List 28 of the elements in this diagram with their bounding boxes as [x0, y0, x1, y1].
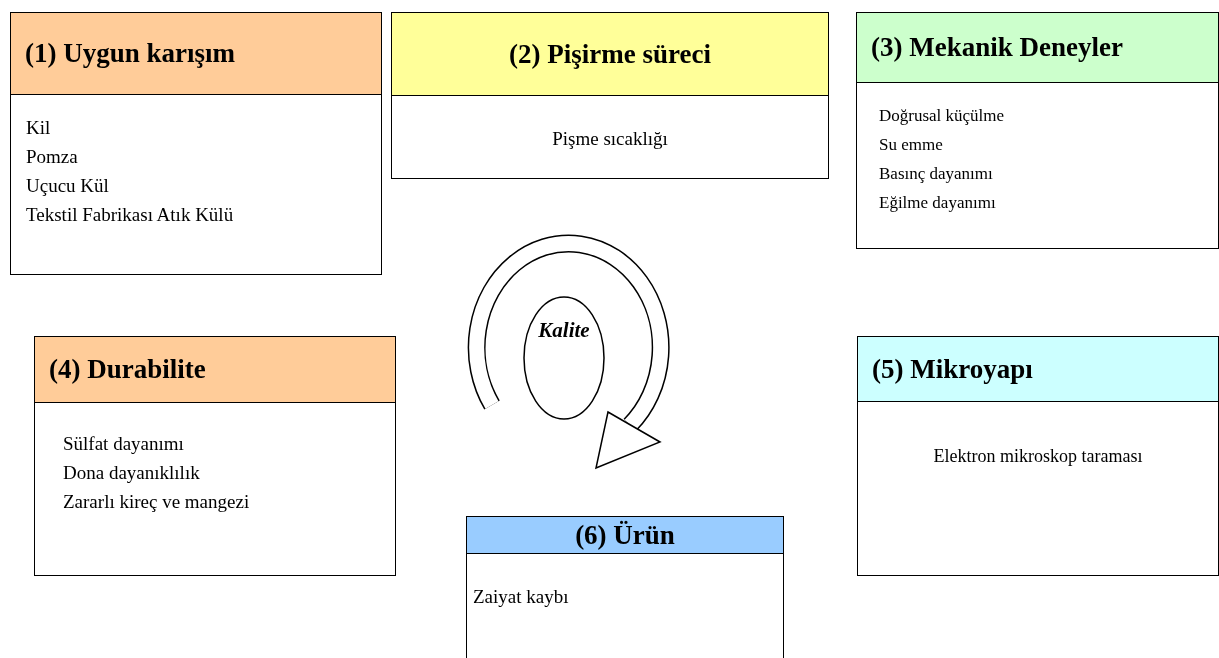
card-header: (6) Ürün [467, 517, 783, 554]
card-header: (5) Mikroyapı [858, 337, 1218, 402]
info-card [391, 12, 829, 179]
list-item: Pomza [26, 145, 78, 169]
list-item: Eğilme dayanımı [879, 192, 996, 214]
list-item: Doğrusal küçülme [879, 105, 1005, 127]
ellipse-node [523, 296, 605, 420]
list-item: Tekstil Fabrikası Atık Külü [26, 203, 234, 227]
card-header: (3) Mekanik Deneyler [857, 13, 1218, 83]
list-item: Dona dayanıklılık [63, 461, 200, 485]
list-item: Basınç dayanımı [879, 163, 993, 185]
card-header: (1) Uygun karışım [11, 13, 381, 95]
list-item: Zararlı kireç ve mangezi [63, 490, 250, 514]
card-header: (4) Durabilite [35, 337, 395, 403]
node-label: Kalite [538, 318, 590, 343]
info-card [34, 336, 396, 576]
list-item: Su emme [879, 134, 943, 156]
list-item: Uçucu Kül [26, 174, 109, 198]
info-card [466, 516, 784, 658]
list-item: Sülfat dayanımı [63, 432, 184, 456]
info-card [857, 336, 1219, 576]
list-item: Zaiyat kaybı [473, 585, 569, 609]
card-header: (2) Pişirme süreci [392, 13, 828, 96]
info-card [10, 12, 382, 275]
list-item: Elektron mikroskop taraması [933, 445, 1143, 468]
info-card [856, 12, 1219, 249]
list-item: Pişme sıcaklığı [552, 127, 668, 151]
list-item: Kil [26, 116, 51, 140]
